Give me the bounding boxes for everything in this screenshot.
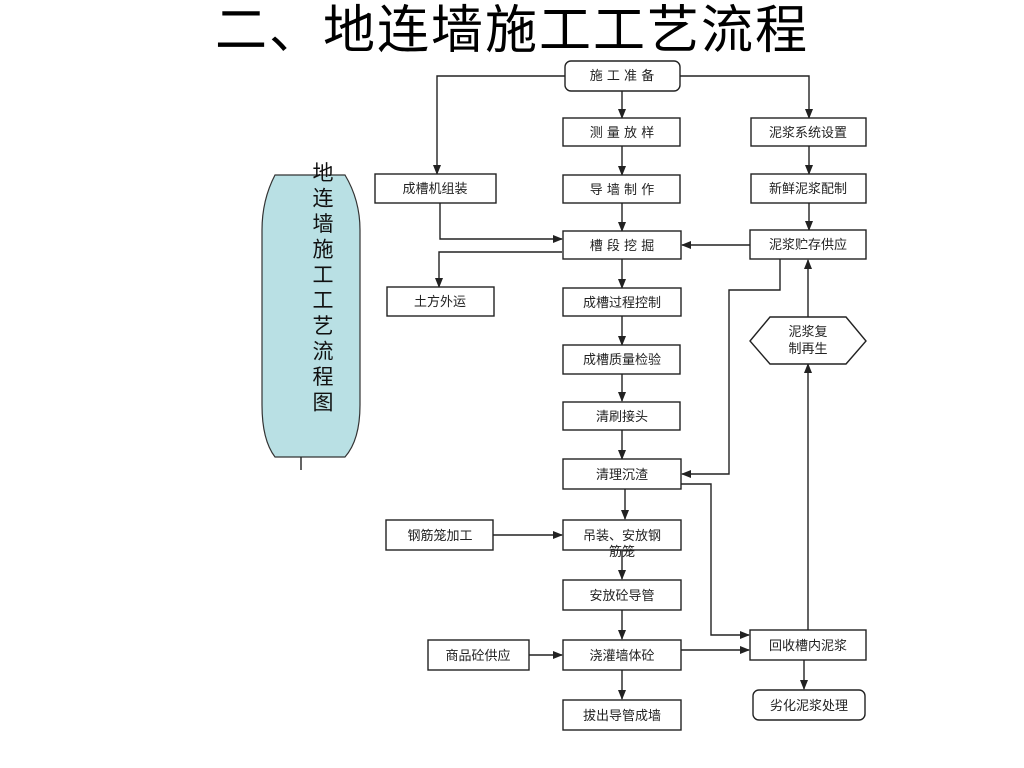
node-cagemake: 钢筋笼加工 — [385, 519, 494, 551]
node-cagemake-label: 钢筋笼加工 — [407, 528, 472, 544]
node-slurry-sys-label: 泥浆系统设置 — [769, 126, 847, 141]
side-label-char: 地 — [313, 161, 334, 185]
node-guidewall: 导 墙 制 作 — [562, 174, 681, 204]
side-label-char: 墙 — [313, 212, 334, 236]
node-guidewall-label: 导 墙 制 作 — [590, 183, 654, 198]
node-processctrl-label: 成槽过程控制 — [583, 296, 661, 311]
node-joint-label: 清刷接头 — [596, 409, 648, 425]
node-slurry-waste: 劣化泥浆处理 — [752, 689, 866, 721]
side-label-text: 地连墙施工工艺流程图 — [313, 161, 334, 415]
node-pull-label: 拔出导管成墙 — [583, 709, 661, 724]
node-slurry-mix-label: 新鲜泥浆配制 — [769, 181, 847, 197]
node-prep-label: 施 工 准 备 — [590, 68, 654, 84]
node-survey: 测 量 放 样 — [562, 117, 681, 147]
node-concrete-supply-label: 商品砼供应 — [445, 648, 510, 664]
node-slurry-regen: 泥浆复 制再生 — [749, 316, 867, 365]
node-cageplace-label: 吊装、安放钢筋笼 — [583, 529, 661, 560]
side-label-char: 艺 — [313, 314, 334, 338]
side-label-char: 工 — [313, 263, 334, 287]
arrow-prep-slurrysys — [680, 75, 813, 119]
node-slurry-waste-label: 劣化泥浆处理 — [770, 699, 848, 714]
node-excavate: 槽 段 挖 掘 — [562, 230, 682, 260]
node-pipe-label: 安放砼导管 — [589, 589, 654, 604]
node-earth-label: 土方外运 — [414, 294, 466, 310]
node-pour-label: 浇灌墙体砼 — [589, 649, 654, 664]
side-label-char: 程 — [313, 365, 334, 389]
side-label-char: 工 — [313, 289, 334, 313]
node-slurry-store-label: 泥浆贮存供应 — [769, 237, 847, 253]
node-earth: 土方外运 — [386, 286, 495, 317]
node-prep: 施 工 准 备 — [564, 60, 681, 92]
node-processctrl: 成槽过程控制 — [562, 287, 682, 317]
arrow-excavate-earth — [435, 251, 562, 288]
arrow-store-sediment — [681, 259, 781, 478]
node-pull: 拔出导管成墙 — [562, 699, 682, 731]
arrow-prep-machine — [433, 75, 565, 175]
node-concrete-supply: 商品砼供应 — [427, 639, 530, 671]
node-sediment: 清理沉渣 — [562, 458, 682, 490]
node-slurry-sys: 泥浆系统设置 — [750, 117, 867, 147]
node-slurry-regen-label-2: 制再生 — [788, 342, 827, 357]
side-label-box: 地连墙施工工艺流程图 — [261, 161, 361, 470]
side-label-char: 连 — [313, 187, 334, 211]
node-pour: 浇灌墙体砼 — [562, 639, 682, 671]
node-quality-label: 成槽质量检验 — [583, 352, 661, 368]
node-slurry-store: 泥浆贮存供应 — [749, 229, 867, 260]
node-cageplace: 吊装、安放钢筋笼 — [562, 519, 682, 560]
connectors — [433, 75, 813, 700]
node-slurry-recover: 回收槽内泥浆 — [749, 629, 867, 661]
node-pipe: 安放砼导管 — [562, 579, 682, 611]
node-slurry-recover-label: 回收槽内泥浆 — [769, 638, 847, 654]
node-slurry-mix: 新鲜泥浆配制 — [750, 173, 867, 204]
node-survey-label: 测 量 放 样 — [590, 126, 654, 141]
node-excavate-label: 槽 段 挖 掘 — [590, 239, 654, 254]
page-title: 二、地连墙施工工艺流程 — [214, 1, 809, 61]
node-machine-label: 成槽机组装 — [402, 182, 467, 197]
side-label-char: 施 — [313, 238, 334, 262]
side-label-char: 流 — [313, 340, 334, 364]
node-machine: 成槽机组装 — [374, 173, 497, 204]
side-label-char: 图 — [313, 391, 334, 415]
arrow-sediment-recover — [681, 483, 750, 639]
node-quality: 成槽质量检验 — [562, 344, 681, 375]
node-slurry-regen-label-1: 泥浆复 — [788, 325, 827, 340]
node-sediment-label: 清理沉渣 — [596, 468, 648, 483]
node-joint: 清刷接头 — [562, 401, 681, 431]
arrow-machine-excavate — [439, 203, 563, 243]
